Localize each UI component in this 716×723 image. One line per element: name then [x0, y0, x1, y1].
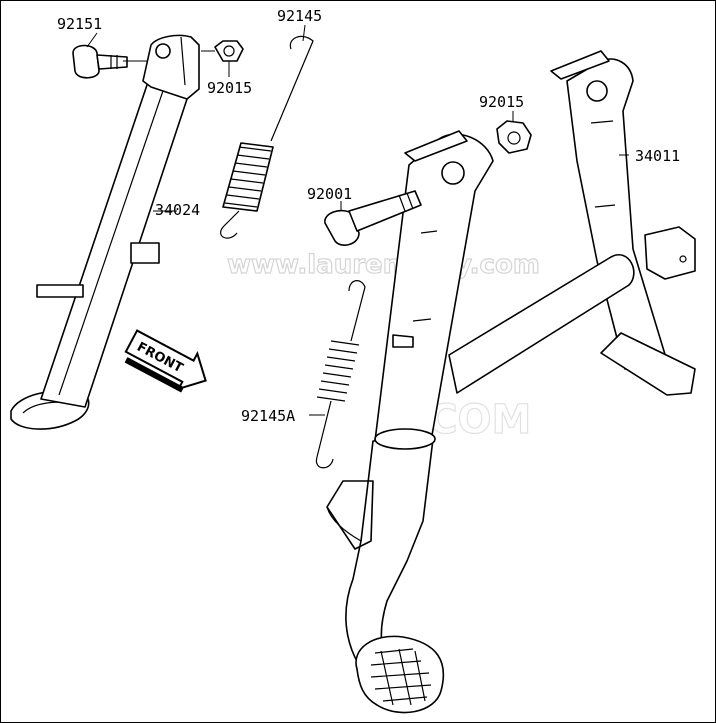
pedal-grip [370, 648, 432, 706]
label-92001: 92001 [307, 185, 352, 203]
part-labels: 92151 92145 92015 92015 34011 34024 9200… [57, 7, 680, 425]
spring-coils-92145 [222, 142, 274, 212]
watermark-site-text: www.laurent-roy.com [227, 250, 540, 280]
label-92151: 92151 [57, 15, 102, 33]
label-34011: 34011 [635, 147, 680, 165]
bolt-92151 [72, 44, 128, 79]
label-92015-left: 92015 [207, 79, 252, 97]
spring-92145A [315, 280, 366, 469]
spring-92145 [220, 35, 314, 239]
label-92145A: 92145A [241, 407, 295, 425]
label-92015-right: 92015 [479, 93, 524, 111]
spring-coils-92145A [316, 340, 360, 402]
label-92145: 92145 [277, 7, 322, 25]
nut-92015-right [496, 120, 532, 154]
side-stand [10, 34, 200, 430]
leader-lines [86, 24, 629, 416]
nut-92015-left [214, 40, 244, 62]
label-34024: 34024 [155, 201, 200, 219]
bolt-92001 [324, 190, 422, 246]
front-arrow: FRONT [124, 329, 207, 393]
